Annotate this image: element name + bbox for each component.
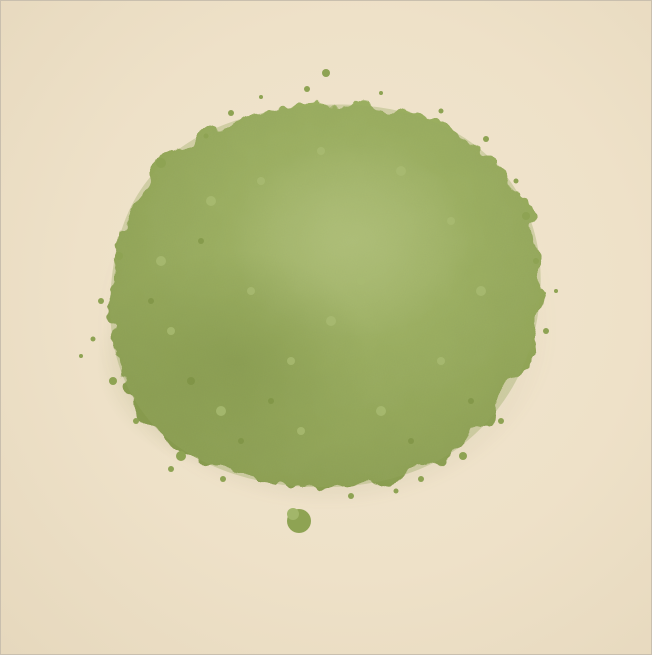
powder-texture bbox=[110, 104, 541, 488]
powder-dark-clumps bbox=[148, 238, 474, 444]
powder-specks bbox=[79, 69, 558, 533]
powder-clumps bbox=[156, 147, 486, 435]
